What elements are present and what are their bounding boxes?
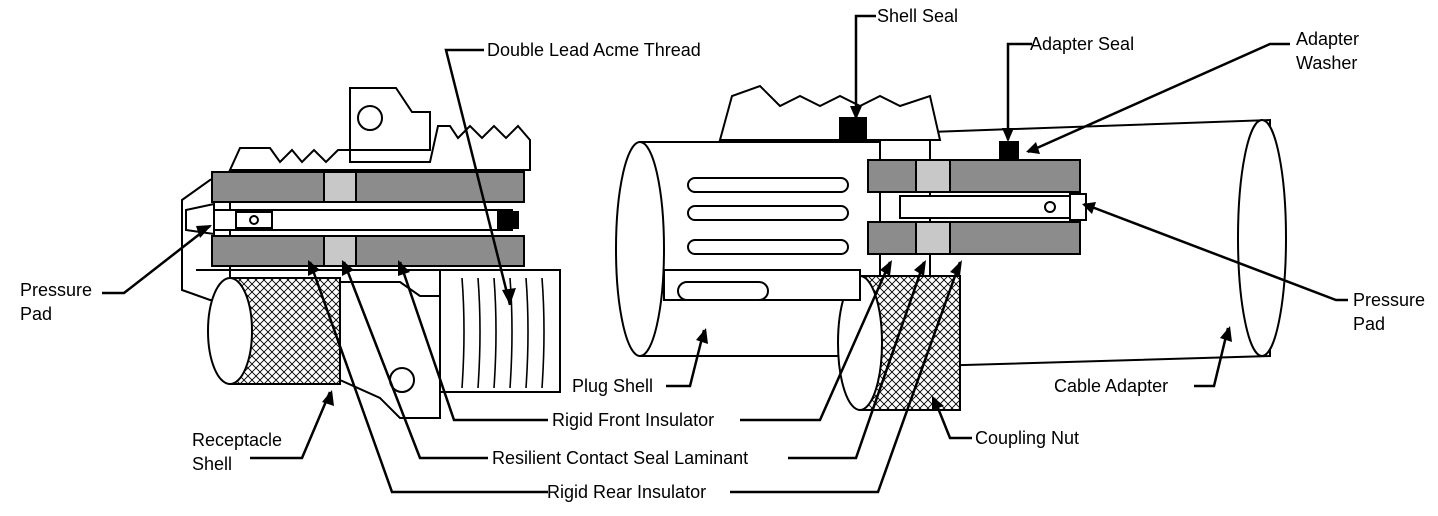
label-adapter-seal: Adapter Seal	[1030, 34, 1135, 54]
leader-receptacle-shell	[250, 391, 332, 460]
label-coupling-nut: Coupling Nut	[975, 428, 1080, 448]
plug-front-insulator-bottom	[949, 221, 1081, 255]
leader-pressure-pad-left	[102, 225, 211, 295]
plug-rear-insulator-bottom	[867, 221, 917, 255]
plug-pressure-pad	[1069, 193, 1087, 221]
leader-rigid-rear-insulator	[730, 261, 962, 494]
shell-seal-block	[839, 117, 867, 139]
rear-insulator-top	[211, 171, 325, 203]
label-pressure-pad-right-line1: Pressure	[1353, 290, 1426, 310]
label-pressure-pad-left-line2: Pad	[20, 304, 53, 324]
label-adapter-washer: Adapter Washer	[1296, 27, 1359, 75]
leader-pressure-pad-right	[1083, 202, 1348, 302]
label-receptacle-shell-line1: Receptacle	[192, 430, 283, 450]
leader-rigid-rear-insulator-left	[308, 261, 548, 494]
cable-adapter-end	[1237, 119, 1287, 357]
label-receptacle-shell: Receptacle Shell	[192, 428, 282, 476]
plug-seal-laminant-top	[915, 159, 951, 193]
front-insulator-top	[355, 171, 525, 203]
label-double-lead-acme-thread: Double Lead Acme Thread	[487, 40, 701, 60]
seal-laminant-bottom	[323, 235, 357, 267]
plug-rear-insulator-top	[867, 159, 917, 193]
receptacle-assembly	[181, 87, 561, 419]
label-plug-shell: Plug Shell	[572, 376, 654, 396]
leader-shell-seal	[854, 14, 876, 118]
label-shell-seal: Shell Seal	[877, 6, 959, 26]
plug-shell-end	[615, 141, 665, 357]
label-receptacle-shell-line2: Shell	[192, 454, 233, 474]
label-rigid-front-insulator: Rigid Front Insulator	[552, 410, 715, 430]
leader-adapter-seal	[1006, 42, 1032, 140]
plug-seal-laminant-bottom	[915, 221, 951, 255]
rear-insulator-bottom	[211, 235, 325, 267]
label-pressure-pad-right: Pressure Pad	[1353, 288, 1425, 336]
plug-shell-keyway	[677, 281, 769, 301]
label-adapter-washer-line2: Washer	[1296, 53, 1358, 73]
leader-rigid-front-insulator	[740, 261, 892, 422]
plug-assembly	[615, 84, 1287, 411]
contact-seal-ring	[497, 211, 519, 229]
receptacle-end-face	[207, 277, 253, 385]
label-pressure-pad-left: Pressure Pad	[20, 278, 92, 326]
label-pressure-pad-right-line2: Pad	[1353, 314, 1386, 334]
leader-double-lead-acme-thread	[444, 48, 512, 306]
leader-resilient-seal-laminant	[788, 261, 926, 460]
leader-arrowheads	[196, 106, 1232, 410]
leader-lines	[102, 14, 1348, 494]
plug-coupling-threads	[718, 84, 942, 141]
plug-pin-slots	[687, 177, 849, 255]
front-insulator-bottom	[355, 235, 525, 267]
receptacle-flange-bottom	[339, 281, 441, 419]
leader-coupling-nut	[932, 397, 972, 440]
receptacle-top-threads	[228, 124, 531, 171]
leader-cable-adapter	[1194, 327, 1230, 388]
seal-laminant-top	[323, 171, 357, 203]
leader-resilient-seal-laminant-left	[342, 261, 488, 460]
label-resilient-contact-seal-laminant: Resilient Contact Seal Laminant	[492, 448, 749, 468]
leader-rigid-front-insulator-left	[398, 261, 548, 422]
leader-adapter-washer	[1027, 42, 1290, 154]
label-cable-adapter: Cable Adapter	[1054, 376, 1169, 396]
label-adapter-washer-line1: Adapter	[1296, 29, 1360, 49]
plug-front-insulator-top	[949, 159, 1081, 193]
leader-plug-shell	[666, 329, 706, 388]
flange-hole-top	[357, 105, 383, 131]
adapter-seal-block	[999, 141, 1019, 159]
label-rigid-rear-insulator: Rigid Rear Insulator	[547, 482, 707, 502]
label-pressure-pad-left-line1: Pressure	[20, 280, 93, 300]
